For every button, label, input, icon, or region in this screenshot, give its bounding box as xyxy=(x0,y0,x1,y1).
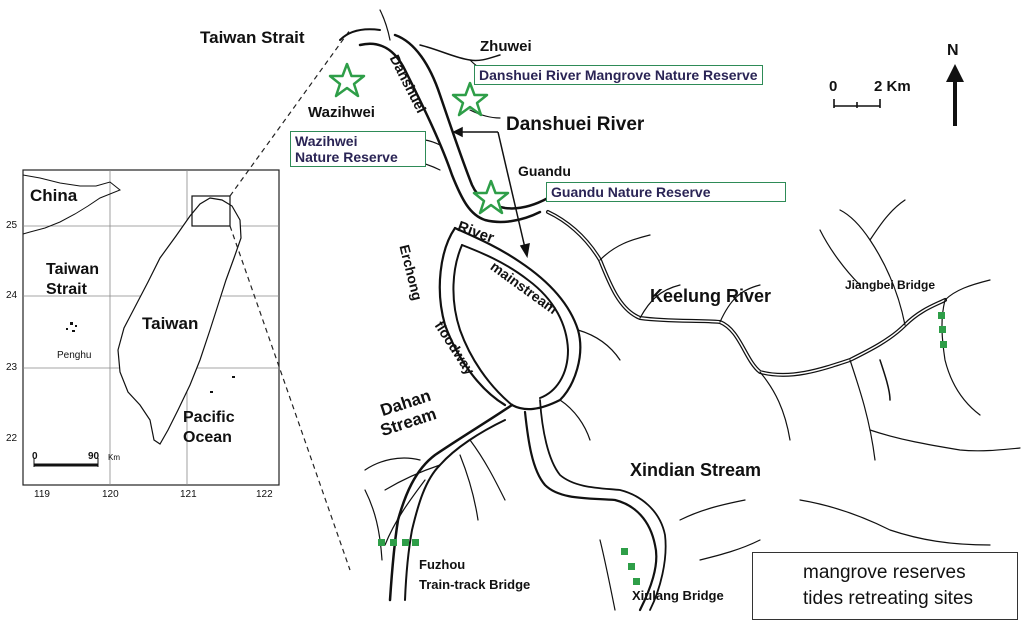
mangrove-star-group xyxy=(328,62,510,215)
inset-scale-unit: Km xyxy=(108,453,120,462)
inset-label-ocean: Pacific Ocean xyxy=(183,409,235,446)
scale-zero: 0 xyxy=(829,78,838,95)
label-zhuwei: Zhuwei xyxy=(480,38,532,55)
main-scale-bar xyxy=(833,99,881,108)
legend: mangrove reserves tides retreating sites xyxy=(752,552,1018,620)
inset-lat-tick: 25 xyxy=(6,220,18,231)
label-taiwan-strait: Taiwan Strait xyxy=(200,28,305,47)
star-mangrove xyxy=(451,81,489,117)
label-jiangbei-bridge: Jiangbei Bridge xyxy=(845,278,936,292)
label-danshuei-river: Danshuei River xyxy=(506,114,645,135)
label-xiulang-bridge: Xiulang Bridge xyxy=(632,588,724,603)
inset-focus-box xyxy=(191,195,231,227)
box-wazihwei-reserve: Wazihwei Nature Reserve xyxy=(290,131,426,168)
inset-label-penghu: Penghu xyxy=(57,350,92,361)
inset-lon-tick: 119 xyxy=(34,489,50,500)
inset-label-taiwan: Taiwan xyxy=(142,314,199,333)
danshuei-arrows xyxy=(452,126,530,259)
inset-lat-tick: 24 xyxy=(6,290,18,301)
label-xindian-stream: Xindian Stream xyxy=(630,460,762,480)
inset-label-china: China xyxy=(30,186,78,205)
tide-sites xyxy=(378,312,947,585)
label-guandu: Guandu xyxy=(518,163,571,179)
inset-lon-tick: 120 xyxy=(102,489,119,500)
inset-lat-tick: 22 xyxy=(6,433,18,444)
star-guandu xyxy=(472,179,510,215)
north-arrow-icon xyxy=(946,64,964,126)
box-wazihwei-line1: Wazihwei xyxy=(295,133,358,149)
label-train-track-bridge: Train-track Bridge xyxy=(419,577,531,592)
scale-value: 2 Km xyxy=(874,78,911,95)
river-network xyxy=(339,9,1021,612)
box-mangrove-reserve: Danshuei River Mangrove Nature Reserve xyxy=(474,65,763,86)
legend-mangrove-label: mangrove reserves xyxy=(803,562,966,583)
box-wazihwei-line2: Nature Reserve xyxy=(295,149,398,166)
inset-scale-zero: 0 xyxy=(32,451,38,462)
inset-lon-tick: 121 xyxy=(180,489,197,500)
taiwan-island-shape xyxy=(117,197,242,445)
inset-map xyxy=(22,169,280,486)
label-keelung-river: Keelung River xyxy=(650,286,772,306)
legend-tides-label: tides retreating sites xyxy=(803,588,974,609)
inset-scale-value: 90 xyxy=(88,451,100,462)
inset-label-strait: Taiwan Strait xyxy=(46,261,100,298)
star-wazihwei xyxy=(328,62,366,98)
inset-connector-lines xyxy=(229,29,351,571)
box-guandu-reserve: Guandu Nature Reserve xyxy=(546,182,786,203)
north-label: N xyxy=(947,42,959,59)
inset-lat-tick: 23 xyxy=(6,362,18,373)
inset-lon-tick: 122 xyxy=(256,489,273,500)
label-fuzhou: Fuzhou xyxy=(419,557,466,572)
label-wazihwei: Wazihwei xyxy=(308,104,375,121)
